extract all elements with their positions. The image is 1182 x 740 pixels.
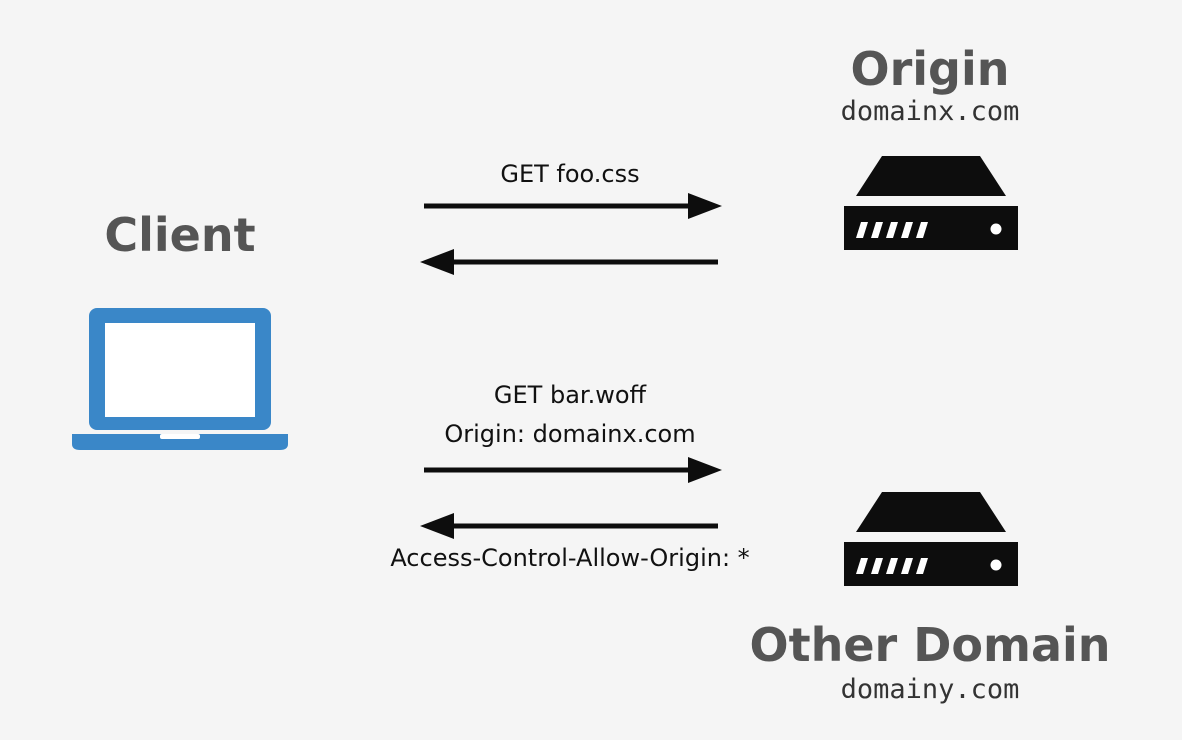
request-arrow-right [424,457,722,483]
client-title: Client [104,208,256,262]
other-domain-title: Other Domain [749,618,1111,672]
server-icon [844,492,1018,586]
request-origin-header: Origin: domainx.com [444,420,696,448]
response-arrow-left [420,513,718,539]
request-label-foo-css: GET foo.css [500,160,640,188]
laptop-icon [72,308,288,450]
origin-title: Origin [850,42,1010,96]
response-acao-header: Access-Control-Allow-Origin: * [390,544,750,572]
origin-domain: domainx.com [840,96,1020,127]
request-label-bar-woff: GET bar.woff [493,381,647,409]
request-arrow-right [424,193,722,219]
other-domain-host: domainy.com [840,674,1020,705]
response-arrow-left [420,249,718,275]
server-icon [844,156,1018,250]
